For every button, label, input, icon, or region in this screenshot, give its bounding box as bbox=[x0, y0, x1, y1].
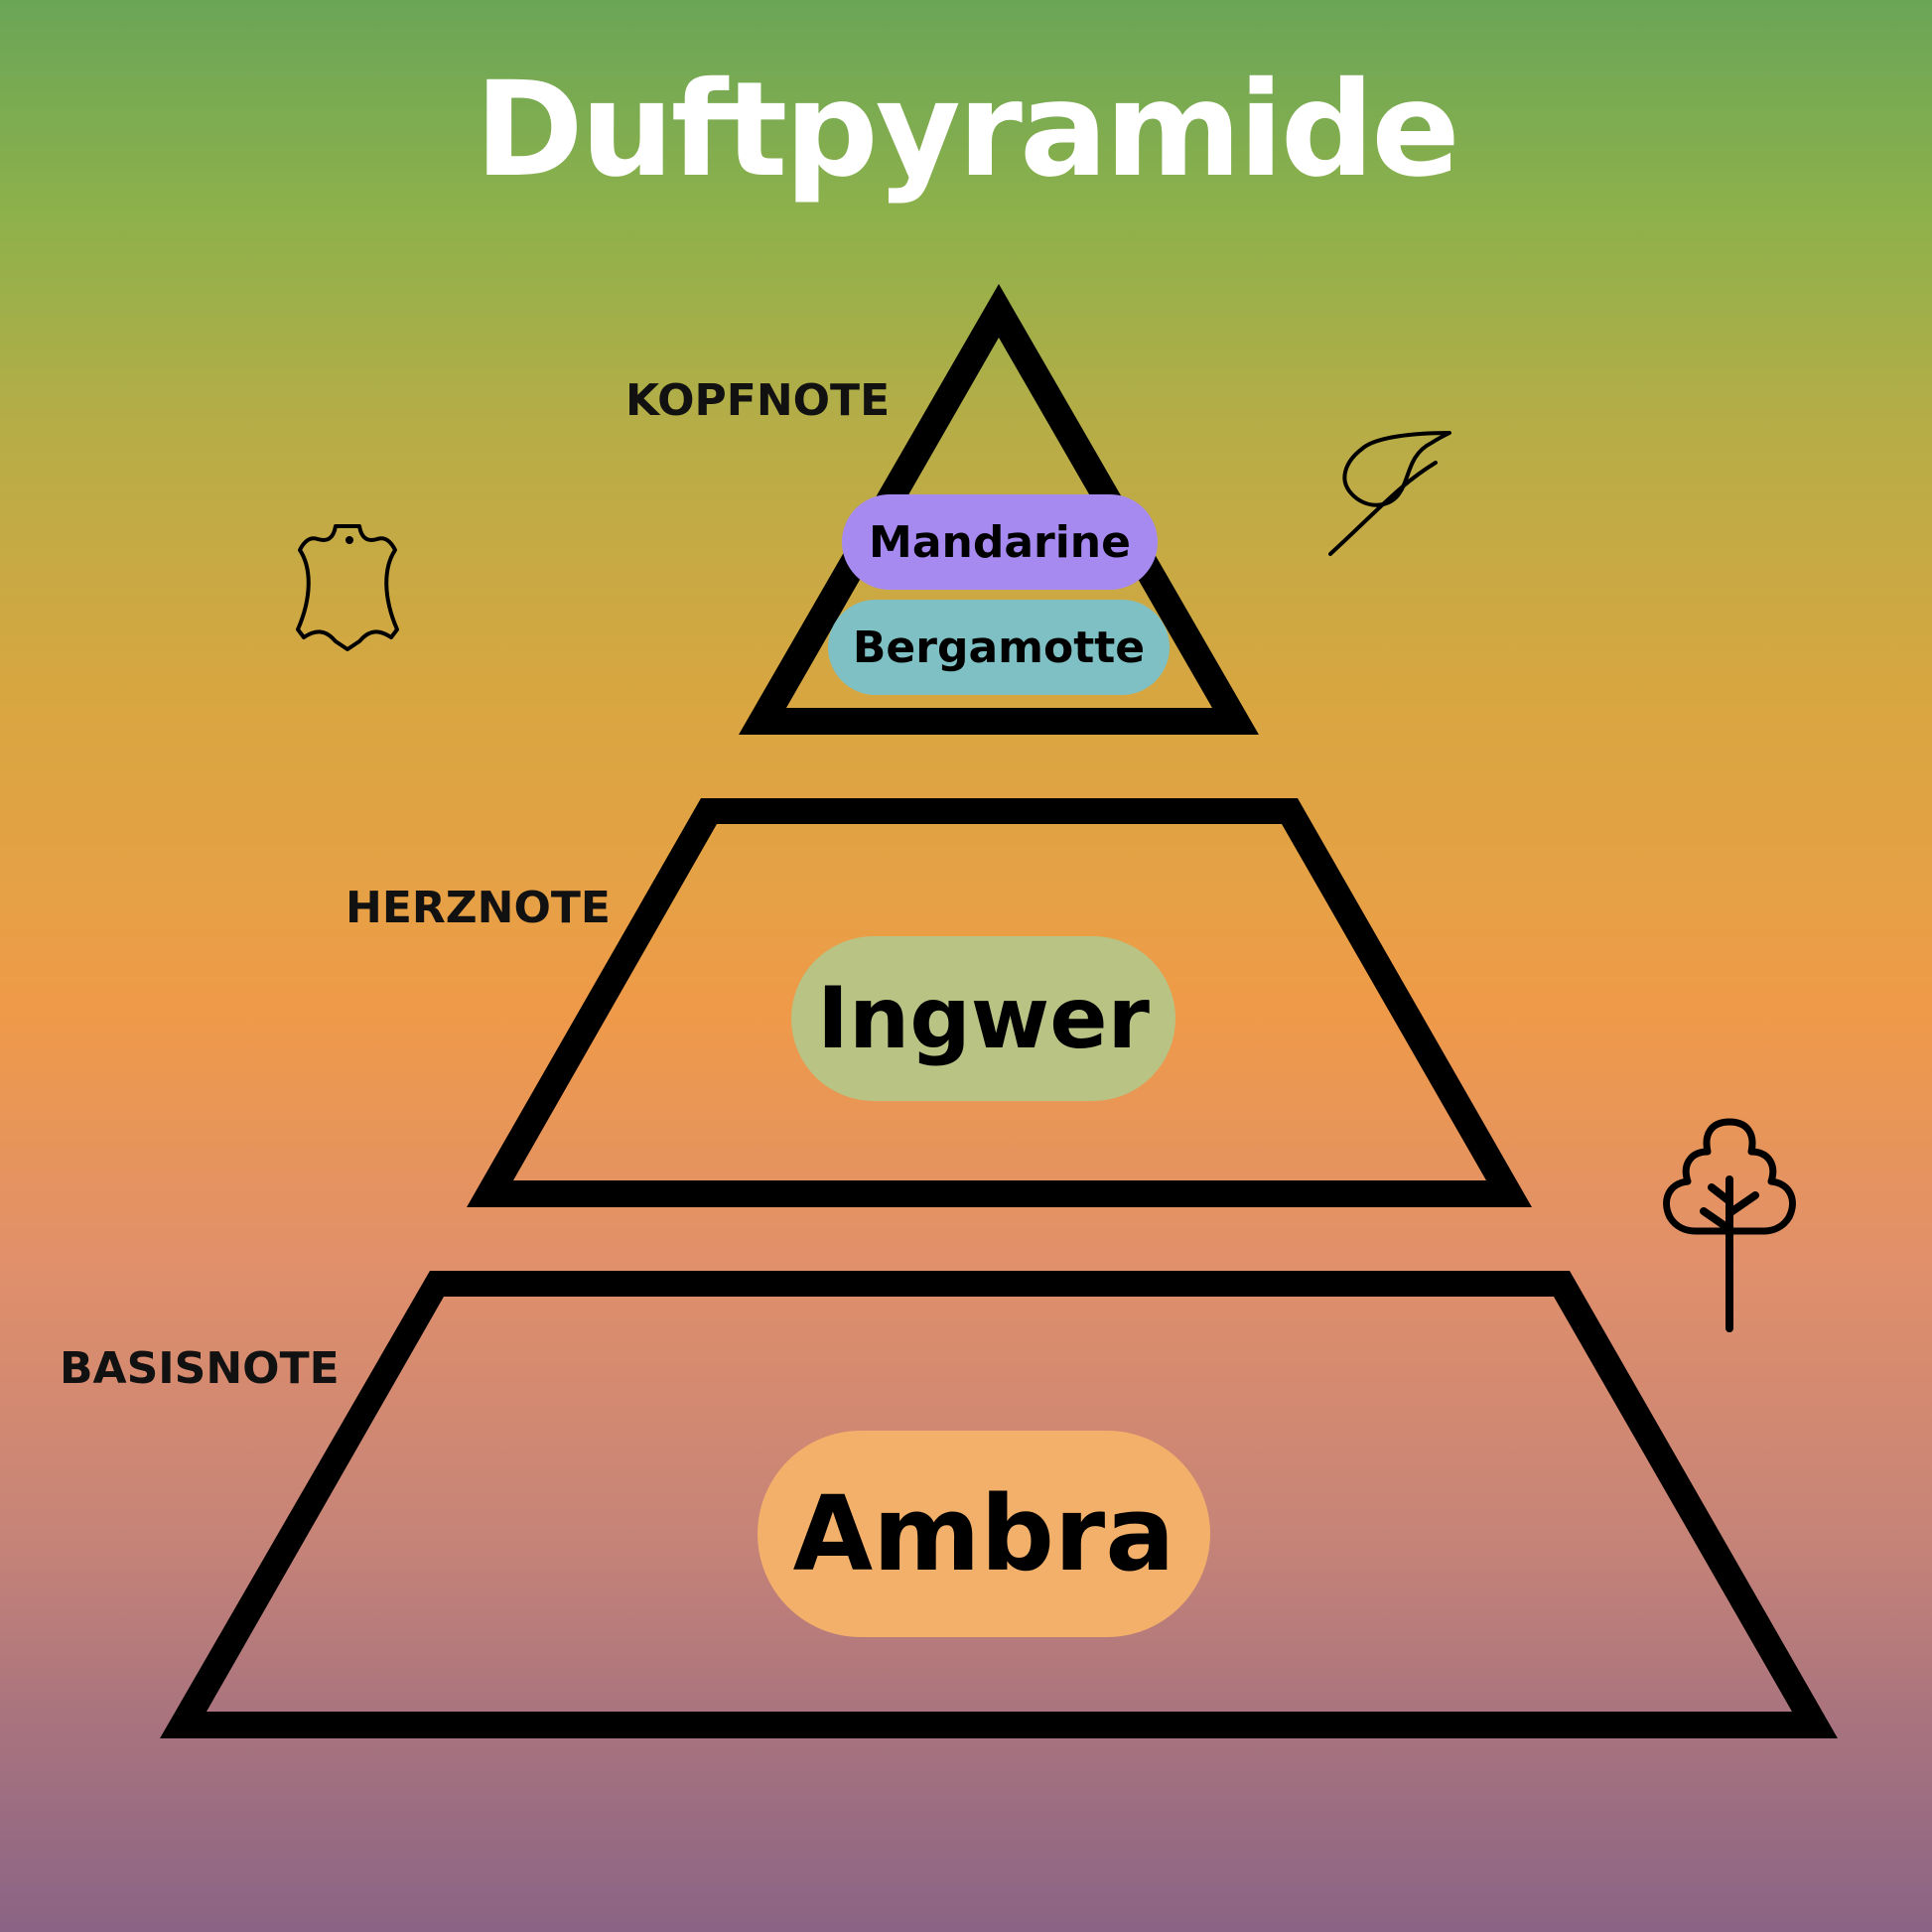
note-label-mandarine: Mandarine bbox=[869, 516, 1131, 568]
layer-label-herznote: HERZNOTE bbox=[345, 883, 611, 933]
leaf-icon bbox=[1328, 431, 1451, 556]
note-label-ingwer: Ingwer bbox=[817, 969, 1150, 1068]
layer-label-kopfnote: KOPFNOTE bbox=[625, 375, 891, 426]
note-pill-mandarine: Mandarine bbox=[842, 494, 1158, 590]
note-pill-ingwer: Ingwer bbox=[791, 936, 1175, 1101]
leather-icon bbox=[296, 524, 399, 651]
note-pill-ambra: Ambra bbox=[758, 1431, 1210, 1637]
layer-label-basisnote: BASISNOTE bbox=[60, 1343, 340, 1394]
pyramid-top-triangle bbox=[739, 284, 1259, 735]
note-label-bergamotte: Bergamotte bbox=[852, 621, 1146, 673]
note-pill-bergamotte: Bergamotte bbox=[828, 600, 1170, 695]
note-label-ambra: Ambra bbox=[792, 1473, 1175, 1594]
tree-icon bbox=[1663, 1118, 1796, 1332]
page-title: Duftpyramide bbox=[475, 54, 1460, 207]
